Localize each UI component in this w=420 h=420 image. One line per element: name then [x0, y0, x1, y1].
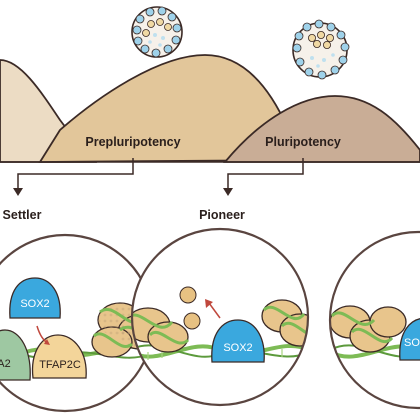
- nucleosome-left: [132, 307, 190, 353]
- sox2-pioneer-factor: SOX2: [211, 319, 265, 363]
- label-pluripotency: Pluripotency: [265, 135, 341, 149]
- right-panel-partial: SO: [328, 230, 420, 410]
- nucleosome-right: [261, 299, 308, 347]
- sox2-right-label: SO: [404, 337, 420, 349]
- tfap2a-factor: A2: [0, 329, 31, 381]
- sox2-right-factor: SO: [399, 317, 420, 361]
- arrowhead-pioneer: [223, 188, 233, 196]
- sox2-pioneer-label: SOX2: [223, 342, 252, 354]
- sox2-settler-factor: SOX2: [9, 277, 61, 319]
- nucleosome-right-panel: [330, 305, 407, 353]
- connector-settler: [17, 158, 134, 190]
- tfap2c-factor: TFAP2C: [31, 334, 87, 379]
- displaced-histones: [179, 286, 201, 330]
- arrowhead-settler: [13, 188, 23, 196]
- label-settler: Settler: [3, 208, 42, 222]
- embryo-blastocyst: [292, 19, 350, 80]
- pioneer-panel: SOX2: [130, 227, 310, 407]
- tfap2c-label: TFAP2C: [39, 359, 81, 371]
- tfap2a-label: A2: [0, 358, 11, 370]
- embryo-morula: [131, 6, 183, 58]
- landscape: [0, 54, 420, 163]
- hill-right: [223, 95, 420, 163]
- connector-pioneer: [227, 158, 304, 190]
- sox2-settler-label: SOX2: [20, 298, 49, 310]
- label-prepluripotency: Prepluripotency: [85, 135, 180, 149]
- label-pioneer: Pioneer: [199, 208, 245, 222]
